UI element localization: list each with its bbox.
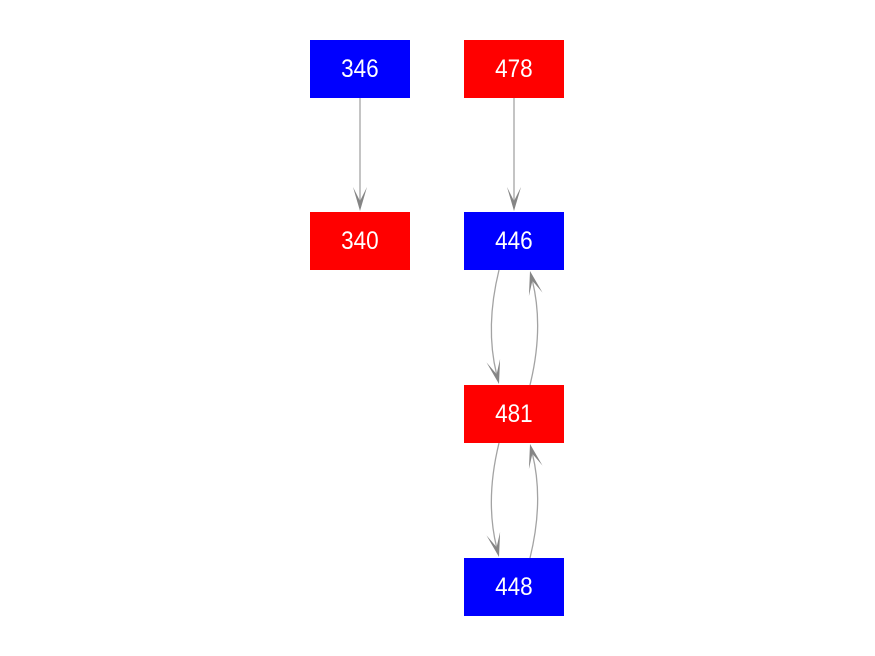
edge-446-481 [486,269,501,384]
node-label: 346 [341,54,379,83]
edge-481-446 [528,271,543,386]
edge-481-448 [486,442,501,557]
arrowhead-icon [486,532,501,557]
node-478[interactable]: 478 [464,40,564,98]
edge-line [529,280,539,386]
node-340[interactable]: 340 [310,212,410,270]
edge-line [490,442,500,548]
node-label: 340 [341,226,379,255]
arrowhead-icon [507,187,521,211]
node-label: 478 [495,54,533,83]
edge-448-481 [528,444,543,559]
arrowhead-icon [486,359,501,384]
edge-line [529,453,539,559]
arrowhead-icon [528,444,543,469]
edge-478-446 [507,97,521,211]
node-label: 481 [495,399,533,428]
arrowhead-icon [353,187,367,211]
edge-346-340 [353,98,367,211]
node-448[interactable]: 448 [464,558,564,616]
node-481[interactable]: 481 [464,385,564,443]
node-label: 448 [495,572,533,601]
node-446[interactable]: 446 [464,212,564,270]
node-346[interactable]: 346 [310,40,410,98]
edge-line [490,269,500,375]
arrowhead-icon [528,271,543,296]
node-label: 446 [495,226,533,255]
